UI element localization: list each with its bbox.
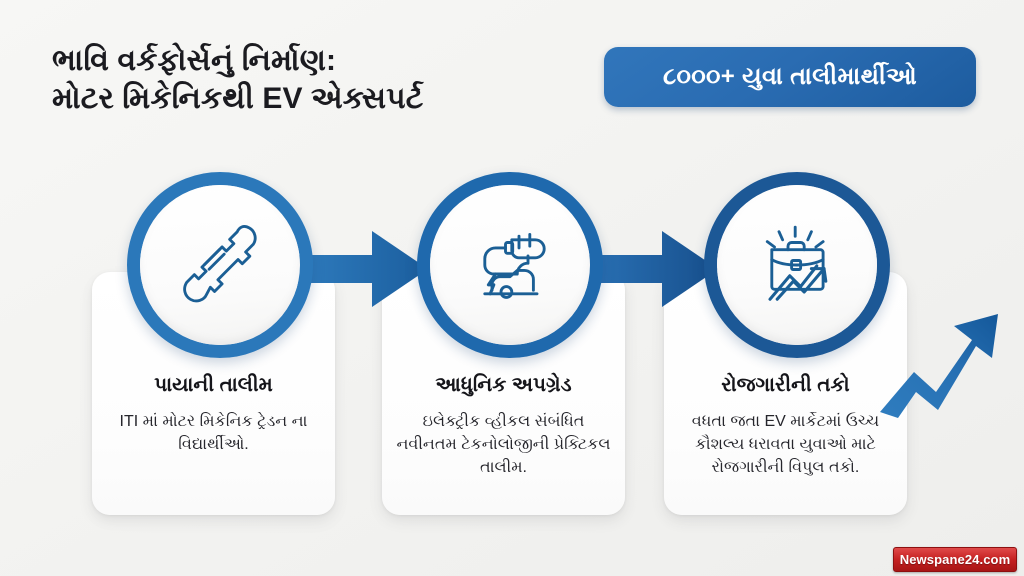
upward-growth-arrow-icon [880,314,998,418]
connector-arrow-1 [296,225,432,318]
stat-badge: ૮૦૦૦+ યુવા તાલીમાર્થીઓ [604,47,976,107]
stat-badge-label: ૮૦૦૦+ યુવા તાલીમાર્થીઓ [662,63,917,90]
step-card-3-body: વધતા જતા EV માર્કેટમાં ઉચ્ચ કૌશલ્ય ધરાવત… [691,413,880,477]
connector-arrow-2 [586,225,722,318]
growth-arrow-decoration [876,300,1004,429]
step-card-2-title: આધુનિક અપગ્રેડ [435,374,572,396]
step-card-1-body: ITI માં મોટર મિકેનિક ટ્રેડન ના વિદ્યાર્થ… [119,413,308,454]
page-title-line-1: ભાવિ વર્કફોર્સનું નિર્માણ: [52,44,337,77]
wrench-icon [183,225,257,303]
step-node-3-inner [717,185,877,345]
ev-charging-plug-icon [483,232,546,299]
step-card-3-title: રોજગારીની તકો [721,374,850,396]
briefcase-growth-icon [765,225,828,301]
step-node-2-inner [430,185,590,345]
watermark-badge: Newspane24.com [893,547,1017,572]
right-arrow-icon [296,231,428,307]
step-node-1-inner [140,185,300,345]
step-node-3 [704,172,890,358]
watermark-label: Newspane24.com [899,552,1011,567]
step-node-1 [127,172,313,358]
step-card-2-body: ઇલેક્ટ્રીક વ્હીકલ સંબંધિત નવીનતમ ટેકનોલો… [396,413,611,477]
page-title: ભાવિ વર્કફોર્સનું નિર્માણ: મોટર મિકેનિકથ… [52,42,572,119]
page-title-line-2: મોટર મિકેનિકથી EV એક્સપર્ટ [52,82,424,116]
step-node-2 [417,172,603,358]
step-card-1-title: પાયાની તાલીમ [154,374,273,396]
right-arrow-icon [586,231,718,307]
